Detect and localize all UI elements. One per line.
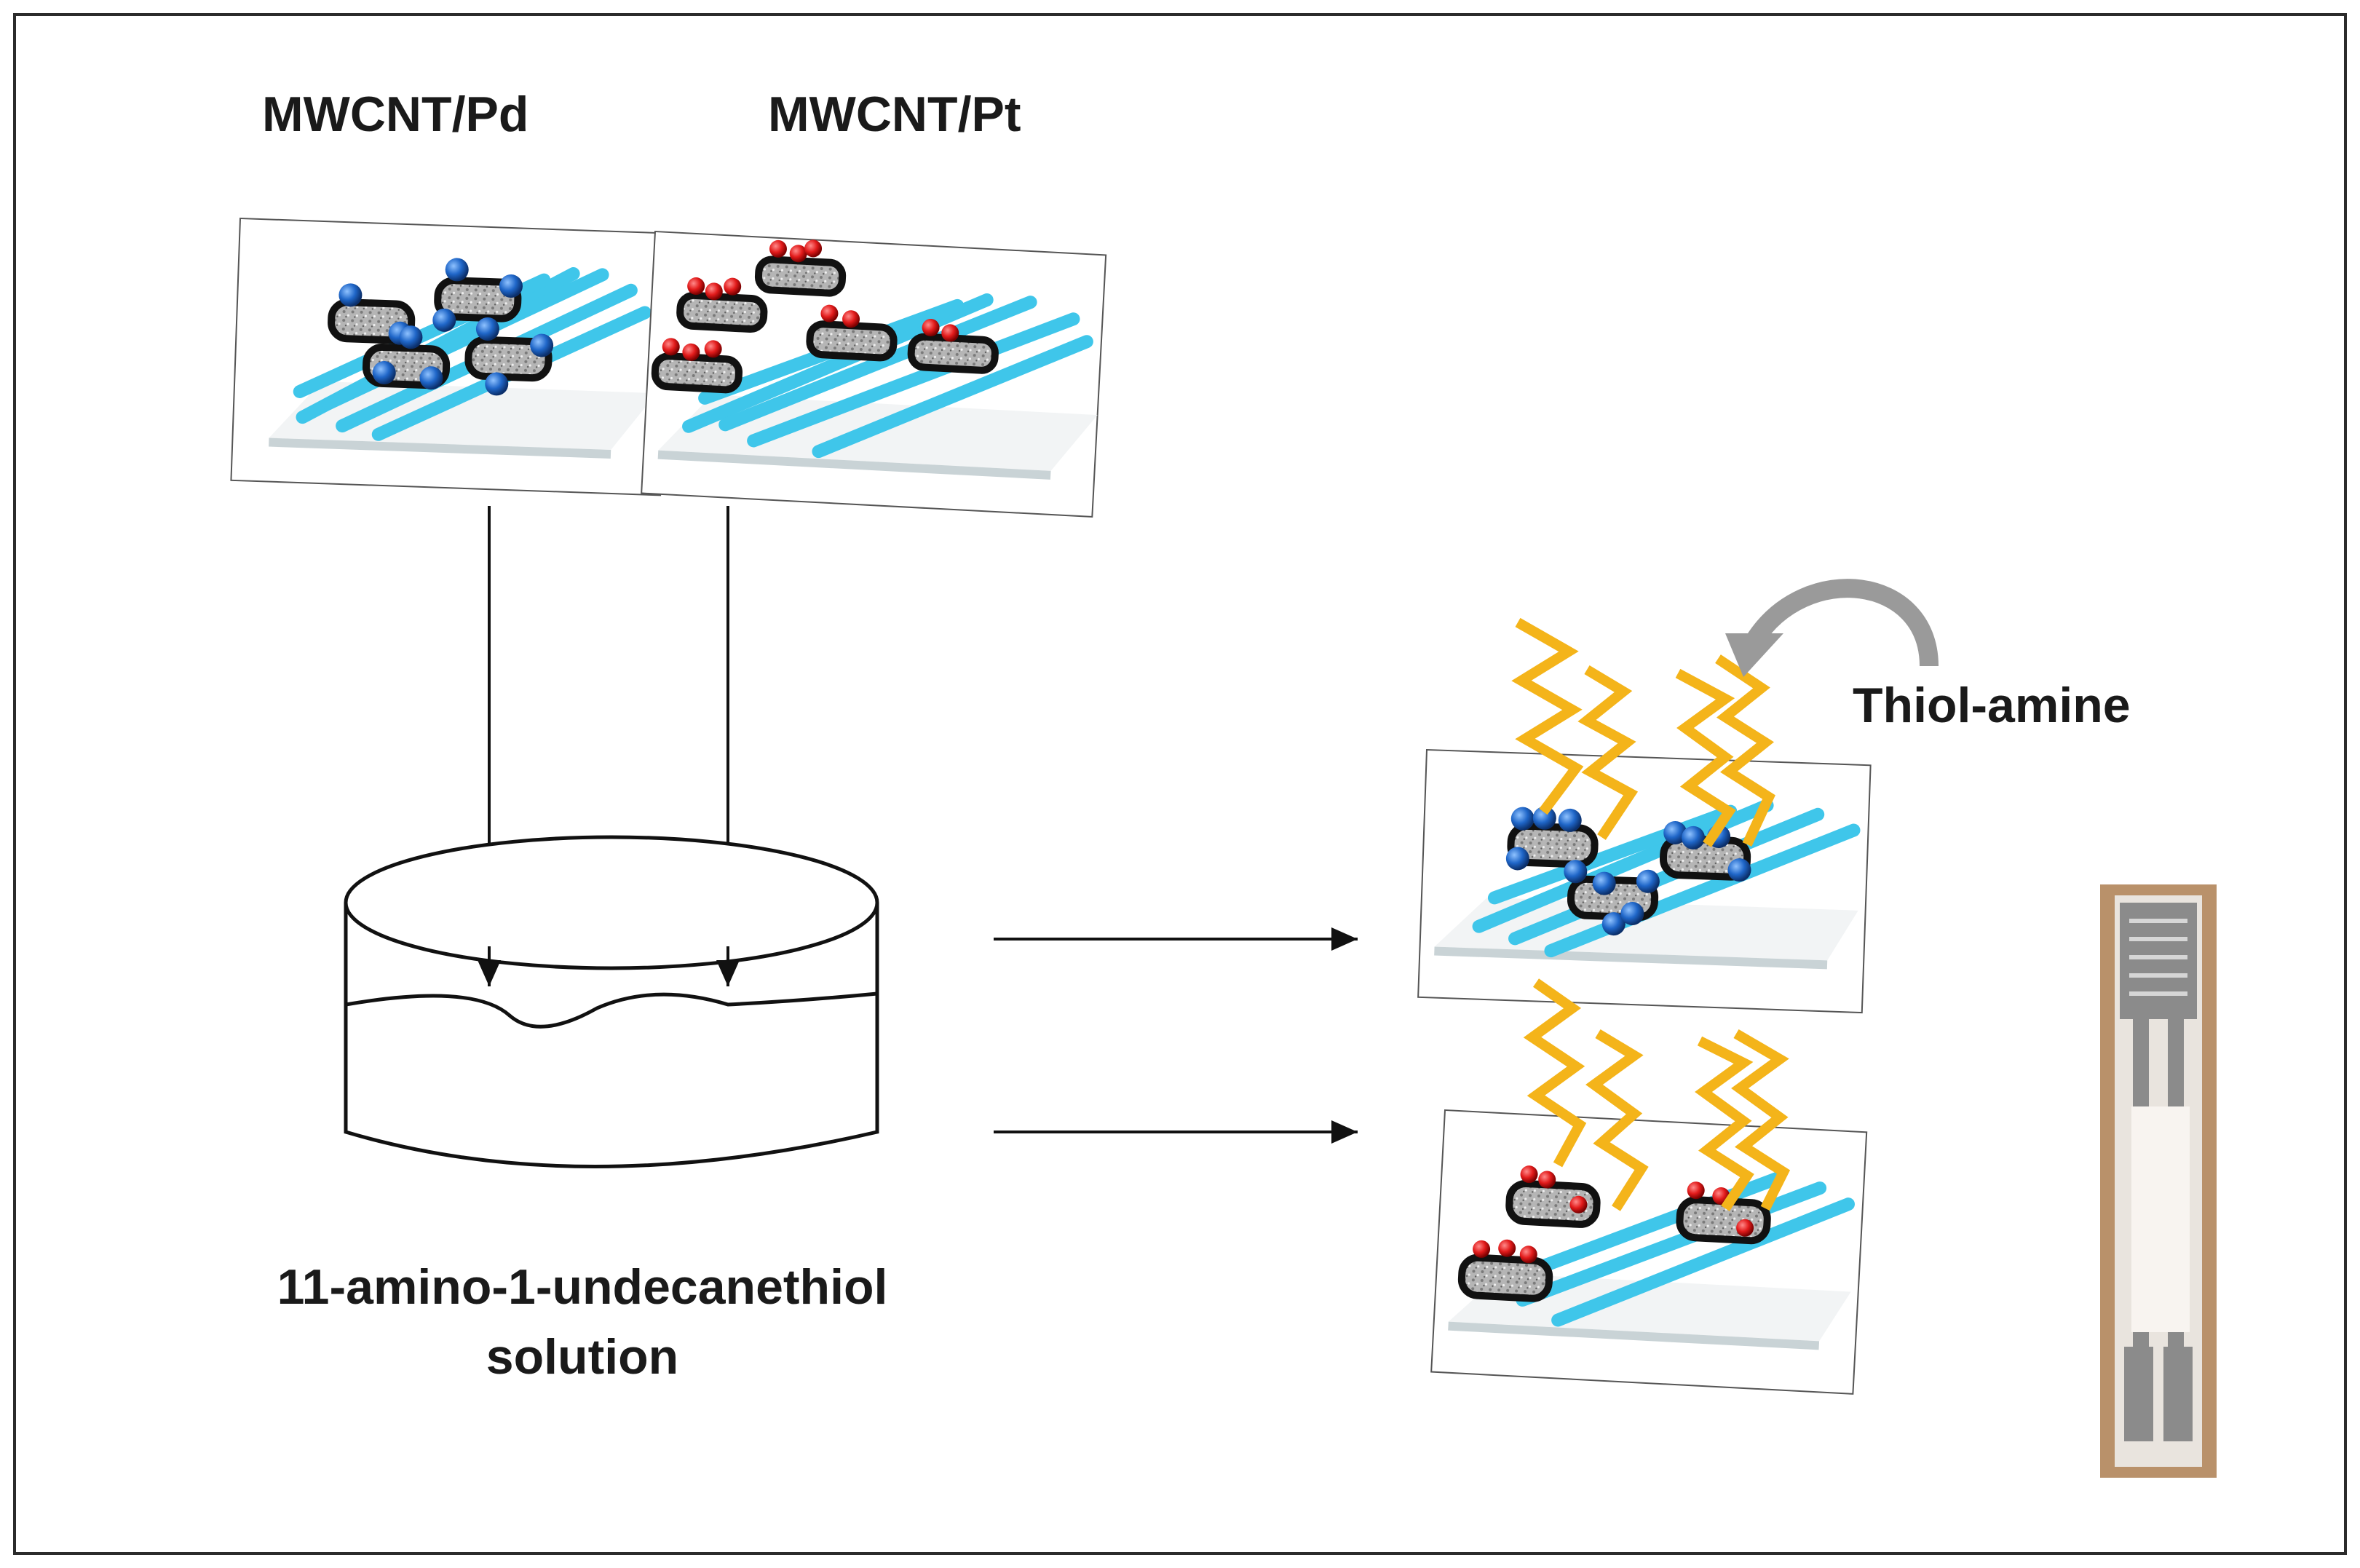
label-solution-line1: 11-amino-1-undecanethiol [277, 1259, 888, 1315]
label-solution: 11-amino-1-undecanethiol solution [218, 1252, 946, 1392]
label-mwcnt-pd: MWCNT/Pd [262, 87, 529, 142]
label-thiol-amine: Thiol-amine [1853, 678, 2131, 733]
figure-frame [13, 13, 2347, 1555]
label-mwcnt-pt: MWCNT/Pt [768, 87, 1021, 142]
sensor-card-pd [230, 217, 670, 496]
pd-particles [338, 258, 554, 396]
nanotube-group-pt [651, 256, 999, 394]
curved-arrow-icon [1746, 579, 1939, 667]
functionalized-sensor-pd [1417, 748, 1872, 1014]
sensor-photo-icon [2089, 877, 2228, 1481]
functionalized-sensor-pt [1430, 1109, 1868, 1395]
sensor-card-pt [641, 230, 1107, 518]
thiol-chains-top [1511, 617, 1775, 847]
thiol-chains-bottom [1523, 978, 1791, 1211]
label-solution-line2: solution [486, 1329, 679, 1385]
pt-particles [662, 239, 959, 361]
beaker-icon [344, 835, 879, 1168]
